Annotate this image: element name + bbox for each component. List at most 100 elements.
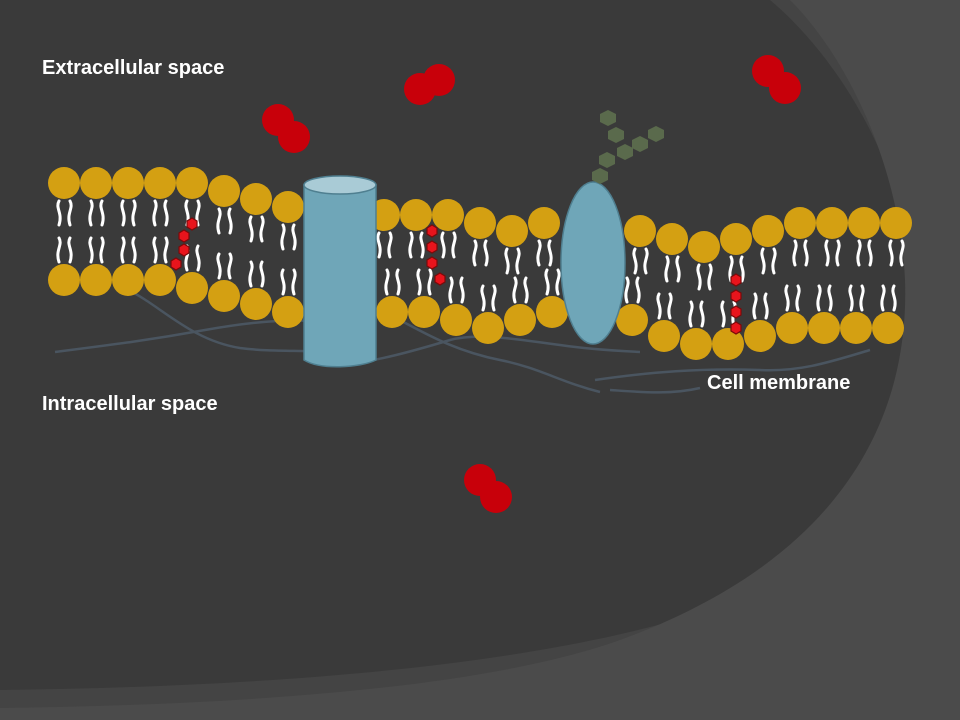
lipid-tail: [763, 292, 769, 320]
lipid-head: [624, 215, 656, 247]
lipid-tail: [795, 284, 801, 312]
lipid-tail: [792, 239, 798, 267]
lipid-tail: [827, 284, 833, 312]
lipid-head: [752, 215, 784, 247]
lipid-head: [472, 312, 504, 344]
lipid-tail: [867, 239, 873, 267]
lipid-tail: [248, 215, 254, 243]
lipid-head: [496, 215, 528, 247]
lipid-tail: [816, 284, 822, 312]
lipid-tail: [555, 268, 561, 296]
lipid-tail: [760, 247, 766, 275]
lipid-tail: [544, 268, 550, 296]
lipid-tail: [523, 276, 529, 304]
lipid-head: [272, 191, 304, 223]
cholesterol-icon: [170, 217, 198, 271]
lipid-head: [880, 207, 912, 239]
lipid-tail: [635, 276, 641, 304]
lipid-head: [432, 199, 464, 231]
lipid-head: [504, 304, 536, 336]
lipid-tail: [152, 199, 158, 227]
lipid-tail: [643, 247, 649, 275]
lipid-tail: [859, 284, 865, 312]
lipid-tail: [835, 239, 841, 267]
lipid-tail: [696, 263, 702, 291]
lipid-tail: [624, 276, 630, 304]
lipid-head: [144, 167, 176, 199]
molecule-icon: [464, 464, 512, 513]
lipid-head: [176, 272, 208, 304]
lipid-tail: [395, 268, 401, 296]
lipid-head: [240, 288, 272, 320]
lipid-head: [80, 264, 112, 296]
lipid-head: [112, 264, 144, 296]
lipid-head: [872, 312, 904, 344]
lipid-head: [464, 207, 496, 239]
lipid-tail: [739, 255, 745, 283]
lipid-head: [720, 223, 752, 255]
lipid-head: [112, 167, 144, 199]
lipid-head: [744, 320, 776, 352]
lipid-tail: [451, 231, 457, 259]
lipid-tail: [888, 239, 894, 267]
lipid-tail: [195, 244, 201, 272]
lipid-tail: [803, 239, 809, 267]
lipid-head: [656, 223, 688, 255]
lipid-tail: [824, 239, 830, 267]
lipid-head: [208, 175, 240, 207]
lipid-head: [680, 328, 712, 360]
lipid-tail: [675, 255, 681, 283]
lipid-tail: [728, 255, 734, 283]
lipid-tail: [88, 199, 94, 227]
lipid-tail: [56, 236, 62, 264]
lipid-tail: [384, 268, 390, 296]
lipid-tail: [131, 199, 137, 227]
lipid-head: [528, 207, 560, 239]
lipid-tail: [512, 276, 518, 304]
lipid-tail: [227, 252, 233, 280]
lipid-tail: [771, 247, 777, 275]
lipid-tail: [891, 284, 897, 312]
lipid-tail: [632, 247, 638, 275]
lipid-tail: [472, 239, 478, 267]
cholesterol-icon: [730, 273, 742, 335]
lipid-head: [80, 167, 112, 199]
lipid-tail: [216, 252, 222, 280]
lipid-head: [240, 183, 272, 215]
lipid-tail: [688, 300, 694, 328]
lipid-tail: [547, 239, 553, 267]
lipid-tail: [664, 255, 670, 283]
molecule-icon: [404, 64, 455, 105]
lipid-head: [208, 280, 240, 312]
cholesterol-icon: [426, 224, 446, 286]
carrier-protein-icon: [560, 181, 626, 345]
lipid-tail: [504, 247, 510, 275]
lipid-tail: [707, 263, 713, 291]
lipid-head: [840, 312, 872, 344]
lipid-tail: [848, 284, 854, 312]
lipid-tail: [387, 231, 393, 259]
lipid-tail: [419, 231, 425, 259]
lipid-tail: [416, 268, 422, 296]
lipid-head: [848, 207, 880, 239]
lipid-tail: [131, 236, 137, 264]
lipid-tail: [99, 199, 105, 227]
molecule-icon: [262, 104, 310, 153]
lipid-tail: [784, 284, 790, 312]
lipid-tail: [459, 276, 465, 304]
lipid-head: [48, 264, 80, 296]
lipid-tail: [216, 207, 222, 235]
lipid-head: [616, 304, 648, 336]
lipid-tail: [427, 268, 433, 296]
lipid-tail: [899, 239, 905, 267]
phospholipid-bilayer: [48, 167, 912, 360]
lipid-head: [688, 231, 720, 263]
lipid-tail: [752, 292, 758, 320]
lipid-tail: [856, 239, 862, 267]
lipid-tail: [120, 236, 126, 264]
lipid-tail: [67, 199, 73, 227]
lipid-head: [808, 312, 840, 344]
lipid-tail: [491, 284, 497, 312]
lipid-head: [48, 167, 80, 199]
